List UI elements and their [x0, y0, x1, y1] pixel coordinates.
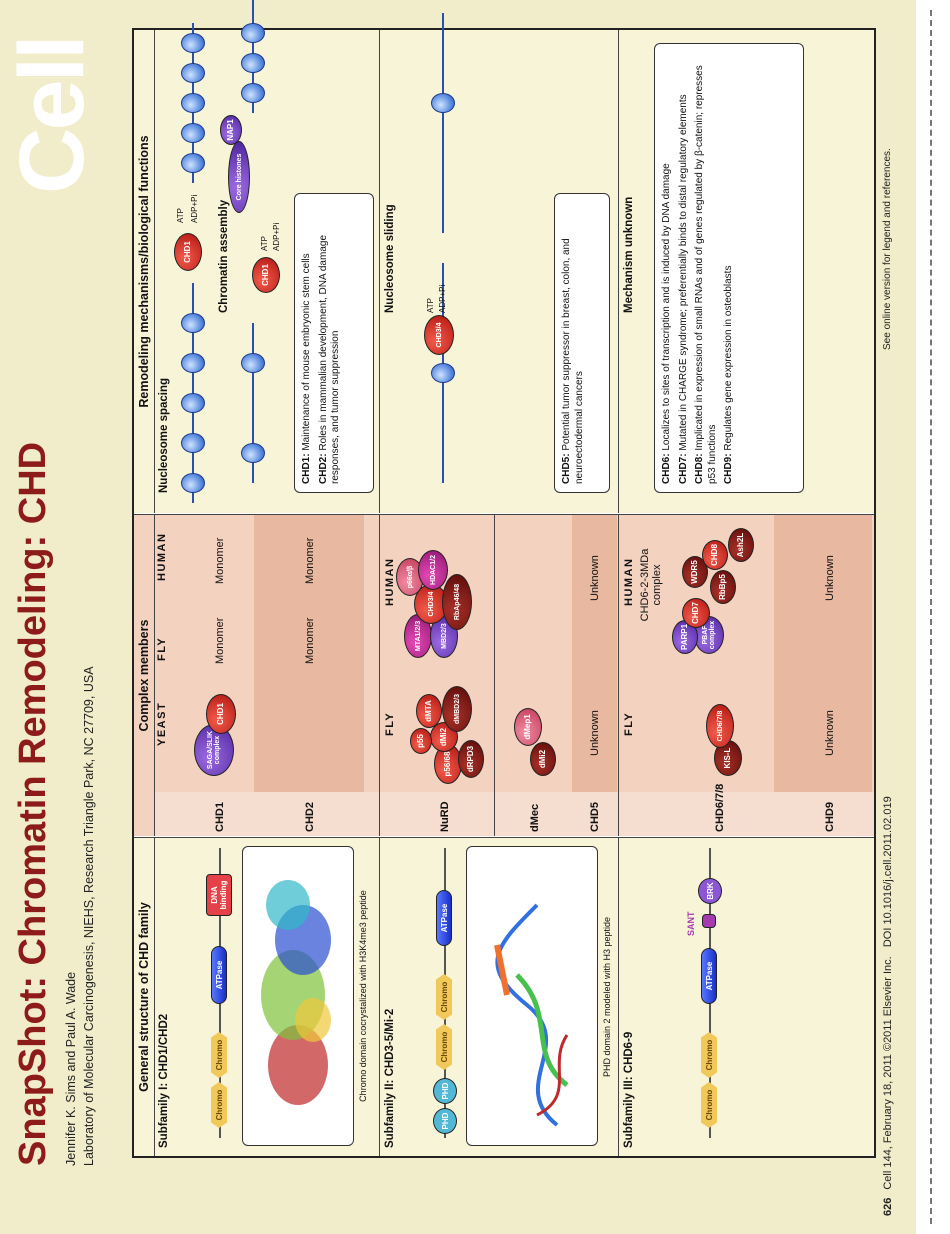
mechanism-unknown-title: Mechanism unknown	[623, 196, 635, 313]
caption-chromo: Chromo domain cocrystalized with H3K4me3…	[358, 890, 368, 1102]
col1-header: General structure of CHD family	[134, 838, 155, 1156]
atpase-domain: ATPase	[211, 946, 227, 1004]
rbap-protein: RbAp46/48	[442, 574, 472, 630]
phd-structure-image	[466, 846, 598, 1146]
poster-rotated: SnapShot: Chromatin Remodeling: CHD Jenn…	[1, 0, 894, 1216]
nucleosome-sliding-title: Nucleosome sliding	[384, 204, 396, 313]
dmep1-protein: dMep1	[514, 708, 542, 746]
dna-binding-domain: DNA binding	[206, 874, 232, 916]
atpase-domain: ATPase	[436, 890, 452, 946]
functions-box-1: CHD1: Maintenance of mouse embryonic ste…	[294, 193, 374, 493]
row-chd2: CHD2	[304, 802, 316, 832]
subfamily-2-title: Subfamily II: CHD3-5/Mi-2	[384, 1008, 396, 1148]
row-chd5: CHD5	[589, 802, 601, 832]
brk-domain: BRK	[698, 878, 722, 904]
poster-title: SnapShot: Chromatin Remodeling: CHD	[12, 441, 54, 1166]
phd-structure-illustration	[494, 903, 569, 1127]
chd8-protein: CHD8	[702, 540, 728, 570]
chd2-fly: Monomer	[304, 617, 316, 664]
chd1-spacing: CHD1	[174, 233, 202, 271]
chromo-domain: Chromo	[436, 974, 452, 1020]
col-yeast: YEAST	[156, 701, 168, 746]
main-table: General structure of CHD family Subfamil…	[132, 0, 876, 1158]
chd5-human: Unknown	[589, 555, 601, 601]
chd9-human: Unknown	[824, 555, 836, 601]
chromo-domain: Chromo	[436, 1024, 452, 1070]
functions-box-3: CHD6: Localizes to sites of transcriptio…	[654, 43, 804, 493]
phd-domain: PHD	[433, 1078, 457, 1104]
chd678-protein: CHD6/7/8	[706, 704, 734, 748]
chd7-protein: CHD7	[682, 598, 710, 628]
chd1-human: Monomer	[214, 537, 226, 584]
core-histones: Core histones	[228, 141, 250, 213]
nap1-protein: NAP1	[220, 115, 242, 145]
hdac-protein: HDAC1/2	[418, 550, 448, 590]
chromo-structure-image	[242, 846, 354, 1146]
col3-header: Remodeling mechanisms/biological functio…	[134, 30, 155, 513]
rbbp5-protein: RbBp5	[710, 570, 736, 604]
complex-members-column: Complex members YEAST FLY HUMAN CHD1 SAG…	[134, 514, 874, 836]
footer-citation: 626Cell 144, February 18, 2011 ©2011 Els…	[882, 796, 894, 1216]
atpase-domain: ATPase	[701, 948, 717, 1004]
row-chd1: CHD1	[214, 802, 226, 832]
subfamily-3-title: Subfamily III: CHD6-9	[623, 1031, 635, 1148]
caption-phd: PHD domain 2 modeled with H3 peptide	[602, 916, 612, 1078]
col2-header: Complex members	[134, 515, 155, 836]
chd5-fly: Unknown	[589, 710, 601, 756]
functions-box-2: CHD5: Potential tumor suppressor in brea…	[554, 193, 610, 493]
chd2-human: Monomer	[304, 537, 316, 584]
cell-logo: Cell	[1, 37, 103, 194]
chromo-domain: Chromo	[211, 1082, 227, 1128]
col-human: HUMAN	[156, 532, 168, 581]
dmta-protein: dMTA	[416, 694, 442, 728]
chromo-domain: Chromo	[701, 1082, 717, 1128]
chd6-complex-label: CHD6-2-3MDa complex	[639, 548, 663, 622]
chd1-protein: CHD1	[206, 694, 236, 734]
row-nurd: NuRD	[439, 801, 451, 832]
cut-line	[930, 10, 932, 1224]
drpd3-protein: dRPD3	[458, 740, 484, 778]
col-human-3: HUMAN	[623, 557, 635, 606]
p55-protein: p55	[410, 728, 432, 754]
col-human-2: HUMAN	[384, 557, 396, 606]
protein-structure-illustration	[261, 880, 331, 1105]
col-fly-2: FLY	[384, 711, 396, 736]
ash2l-protein: Ash2L	[728, 528, 754, 562]
dmi2-protein: dMi2	[530, 742, 556, 776]
chd34-sliding: CHD3/4	[424, 315, 454, 355]
subfamily-1-title: Subfamily I: CHD1/CHD2	[158, 1013, 170, 1148]
chromo-domain: Chromo	[701, 1032, 717, 1078]
sant-domain	[702, 914, 716, 928]
affiliation: Laboratory of Molecular Carcinogenesis, …	[82, 666, 96, 1166]
row-dmec: dMec	[529, 803, 541, 832]
chd1-assembly: CHD1	[252, 257, 280, 293]
sant-label: SANT	[686, 911, 696, 937]
chromatin-assembly-title: Chromatin assembly	[218, 199, 230, 313]
dmbd-protein: dMBD2/3	[442, 686, 472, 732]
col-fly-3: FLY	[623, 711, 635, 736]
row-chd678: CHD6/7/8	[714, 783, 726, 832]
mechanisms-column: Remodeling mechanisms/biological functio…	[134, 0, 874, 513]
footer-note: See online version for legend and refere…	[882, 148, 893, 350]
chd9-fly: Unknown	[824, 710, 836, 756]
row-chd9: CHD9	[824, 802, 836, 832]
chd1-fly: Monomer	[214, 617, 226, 664]
general-structure-column: General structure of CHD family Subfamil…	[134, 837, 874, 1156]
chromo-domain: Chromo	[211, 1032, 227, 1078]
nucleosome-spacing-title: Nucleosome spacing	[158, 377, 170, 493]
phd-domain: PHD	[433, 1108, 457, 1134]
authors: Jennifer K. Sims and Paul A. Wade	[64, 971, 78, 1166]
col-fly: FLY	[156, 636, 168, 661]
